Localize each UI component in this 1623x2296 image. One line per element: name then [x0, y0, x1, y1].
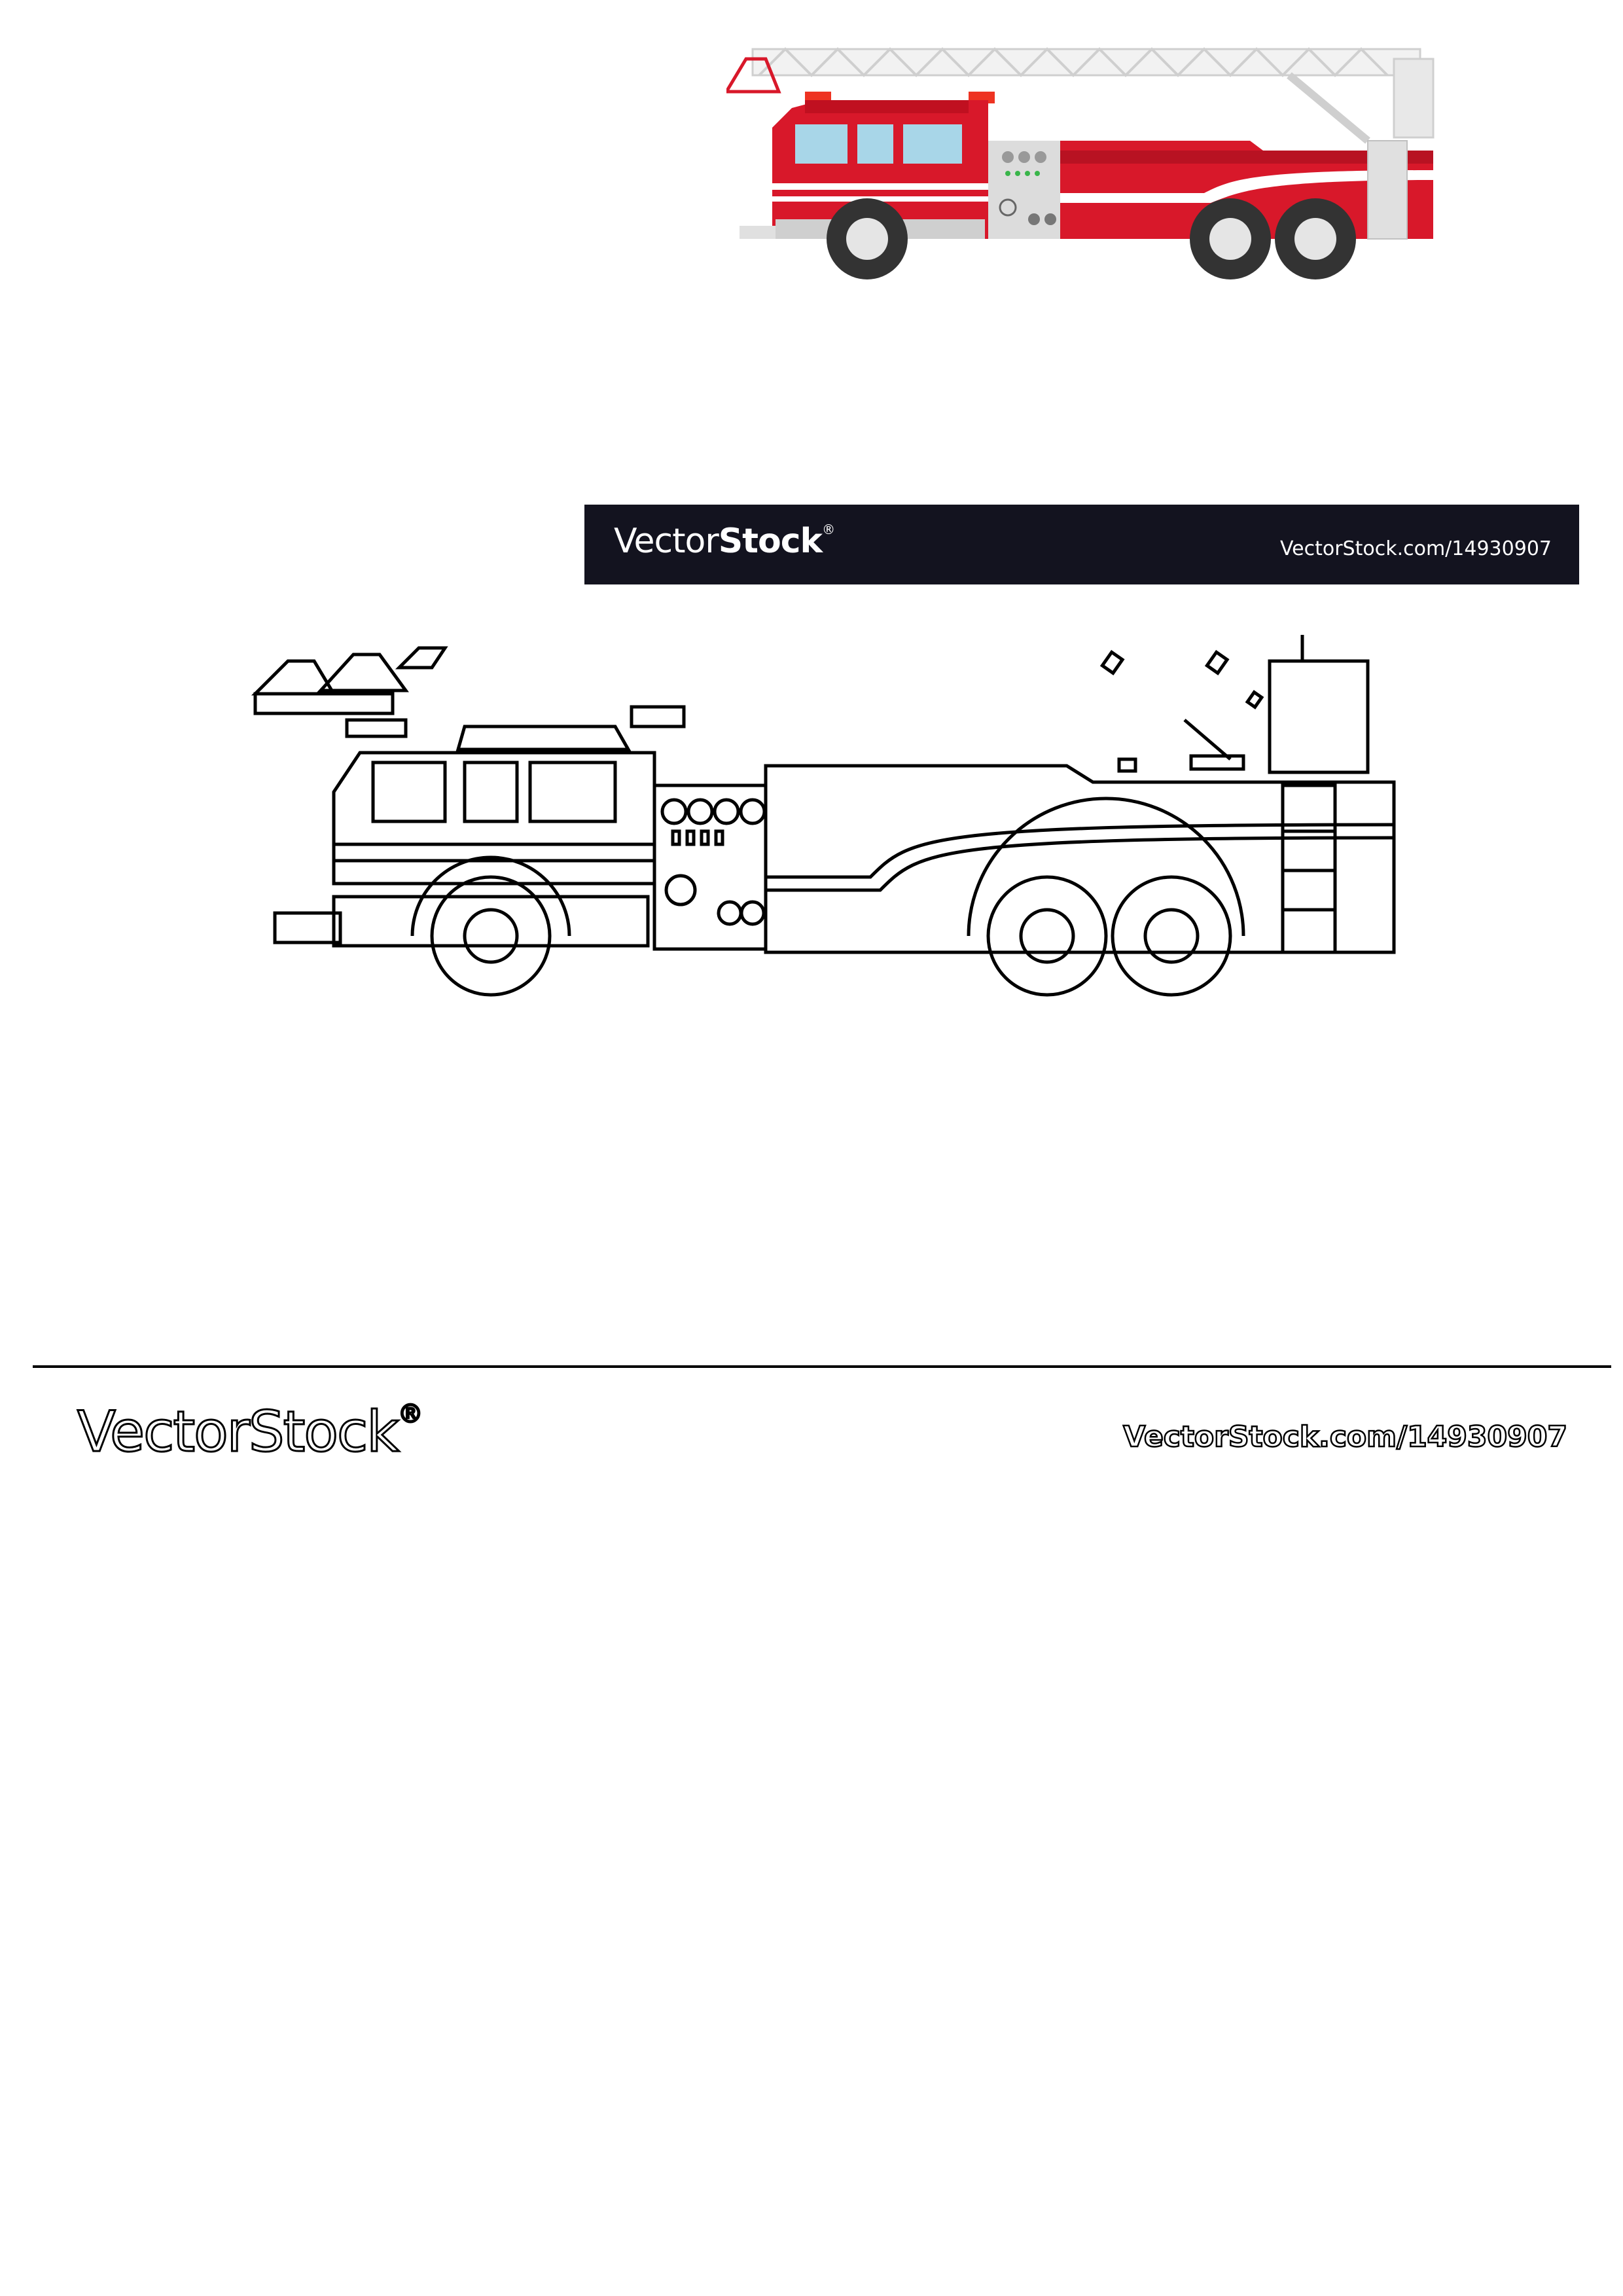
fire-truck-outline-illustration [251, 635, 1396, 997]
banner-brand-bold: Stock [718, 522, 823, 561]
footer-brand-text: VectorStock [76, 1399, 400, 1466]
banner-brand: VectorStock® [614, 522, 835, 561]
banner-brand-mark: ® [822, 522, 835, 537]
fire-truck-illustration [726, 47, 1435, 279]
wheels [827, 198, 1356, 279]
footer-url: VectorStock.com/14930907 [1122, 1420, 1568, 1455]
banner-url: VectorStock.com/14930907 [1279, 537, 1552, 560]
divider [33, 1365, 1611, 1368]
watermark-banner: VectorStock® VectorStock.com/14930907 [584, 505, 1579, 584]
footer-brand: VectorStock® [76, 1399, 424, 1466]
footer-brand-mark: ® [397, 1399, 424, 1429]
ladder [726, 47, 1435, 144]
banner-brand-light: Vector [614, 522, 719, 561]
